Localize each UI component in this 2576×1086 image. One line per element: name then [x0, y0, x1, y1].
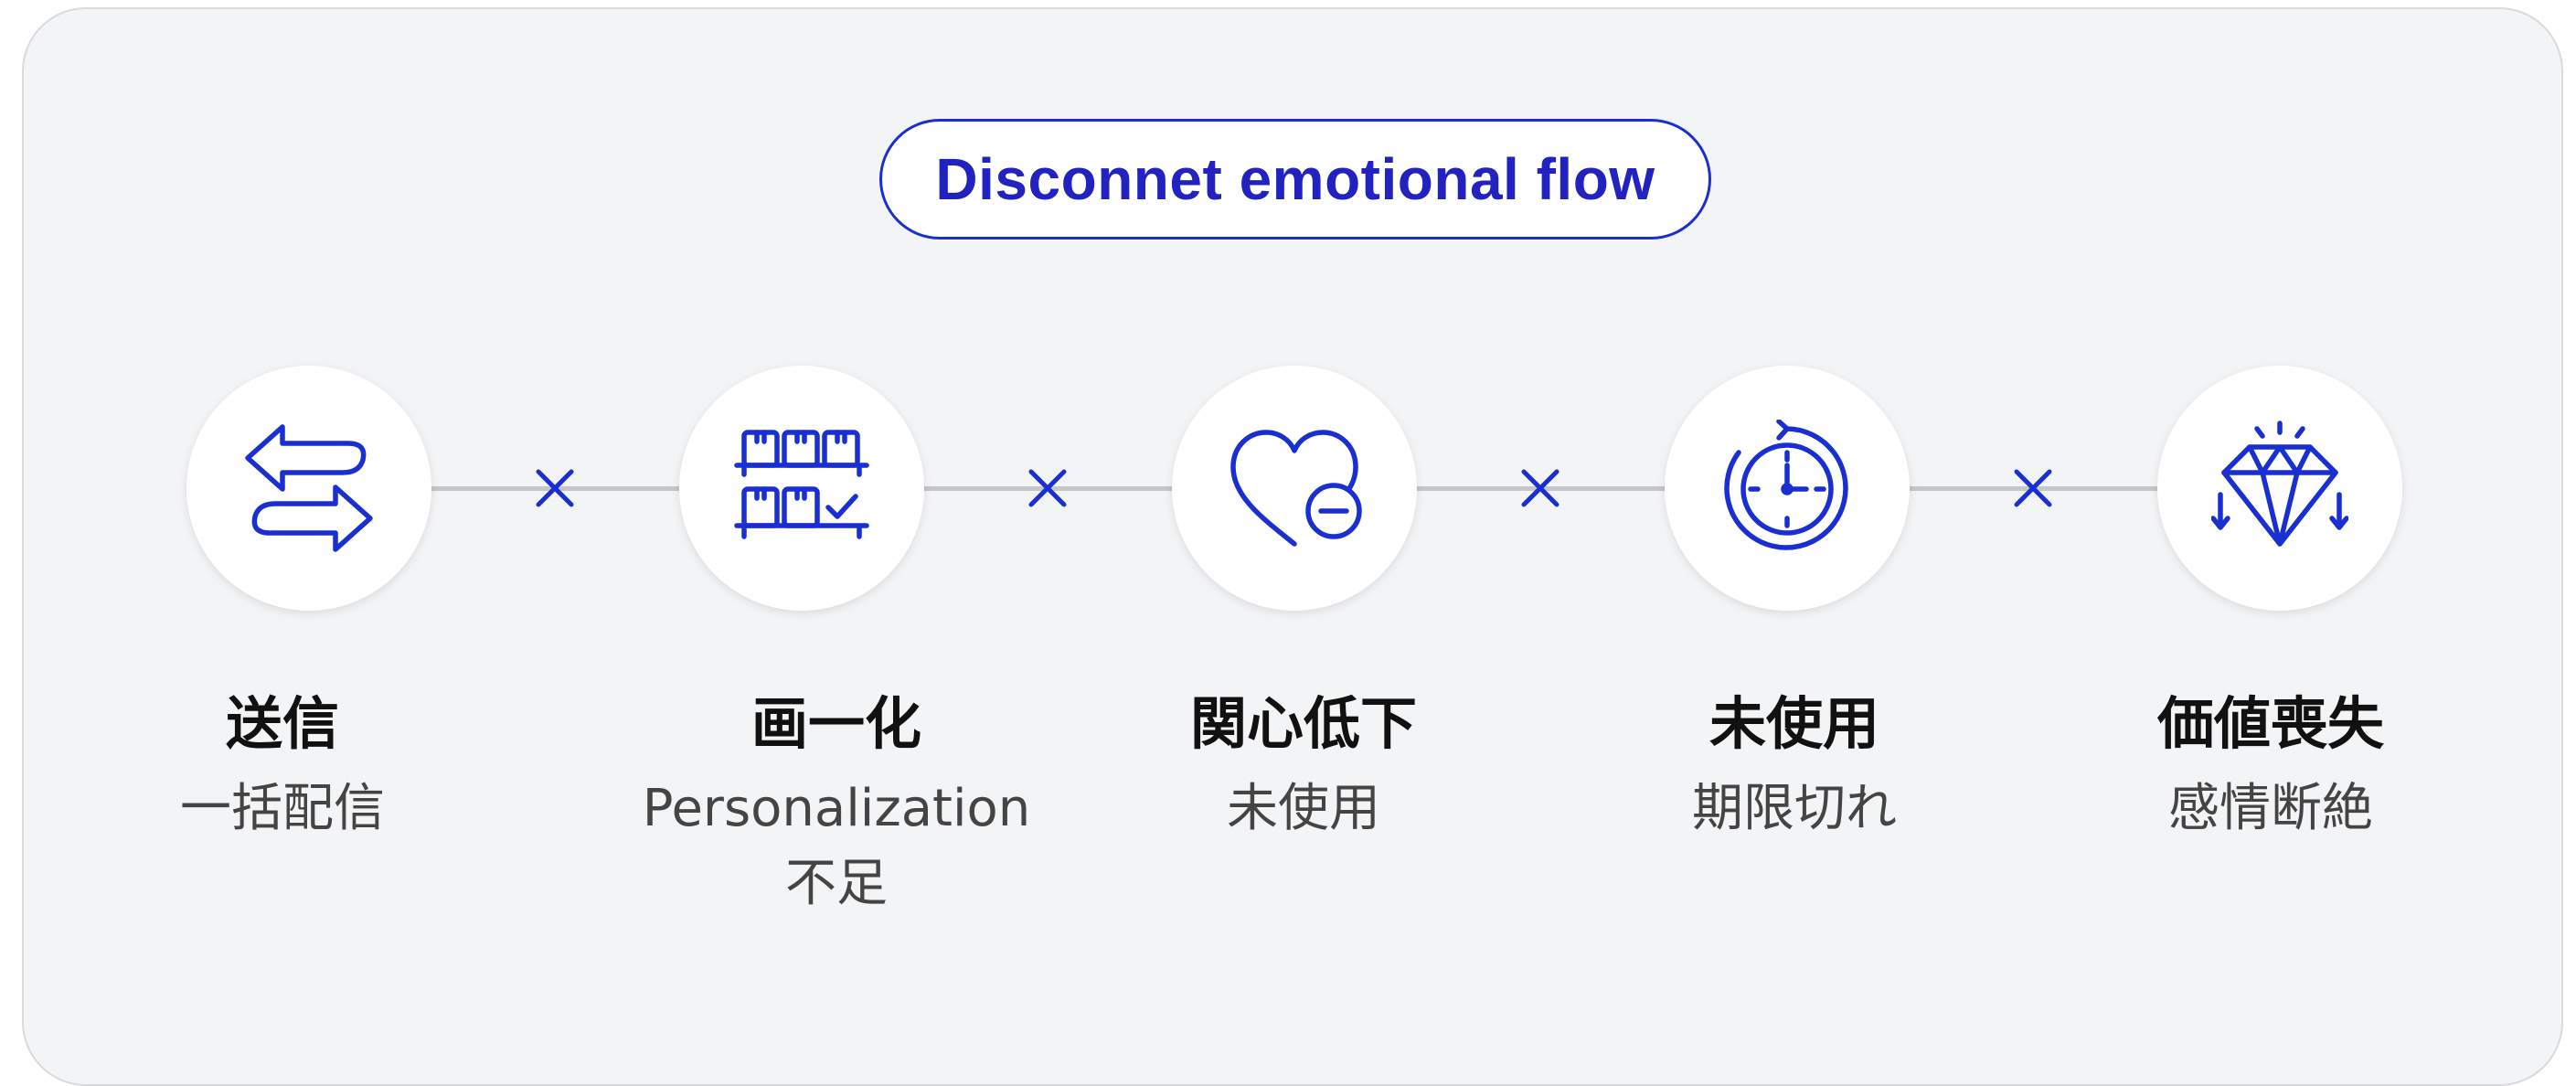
step-node-4: [1665, 366, 1910, 611]
diagram-title: Disconnet emotional flow: [935, 146, 1655, 212]
step-label-3: 関心低下 未使用: [1093, 687, 1514, 846]
clock-refresh-icon: [1724, 420, 1848, 550]
step-subtitle: 期限切れ: [1692, 779, 1897, 838]
step-node-1: [186, 366, 431, 611]
step-label-2: 画一化 Personalization 不足: [626, 687, 1047, 921]
step-label-1: 送信 一括配信: [72, 687, 493, 846]
step-title: 未使用: [1708, 690, 1879, 757]
step-title: 関心低下: [1189, 690, 1417, 757]
separator-x-icon: [1028, 469, 1067, 507]
shelf-boxes-icon: [734, 430, 869, 539]
step-title: 送信: [225, 690, 339, 757]
heart-minus-icon: [1230, 430, 1362, 547]
step-label-4: 未使用 期限切れ: [1584, 687, 2005, 846]
step-node-3: [1172, 366, 1417, 611]
arrows-exchange-icon: [245, 424, 373, 552]
step-subtitle: Personalization: [642, 779, 1031, 838]
step-subtitle: 未使用: [1227, 779, 1380, 838]
diamond-down-icon: [2211, 421, 2348, 547]
step-label-5: 価値喪失 感情断絶: [2060, 687, 2481, 846]
separator-x-icon: [536, 469, 574, 507]
step-subtitle: 一括配信: [180, 779, 385, 838]
step-node-5: [2157, 366, 2402, 611]
title-pill: Disconnet emotional flow: [879, 119, 1711, 240]
step-title: 価値喪失: [2156, 690, 2384, 757]
step-node-2: [679, 366, 924, 611]
separator-x-icon: [1521, 469, 1559, 507]
separator-x-icon: [2014, 469, 2052, 507]
step-title: 画一化: [750, 690, 921, 757]
step-subtitle: 感情断絶: [2168, 779, 2373, 838]
step-subtitle-line2: 不足: [785, 854, 888, 913]
